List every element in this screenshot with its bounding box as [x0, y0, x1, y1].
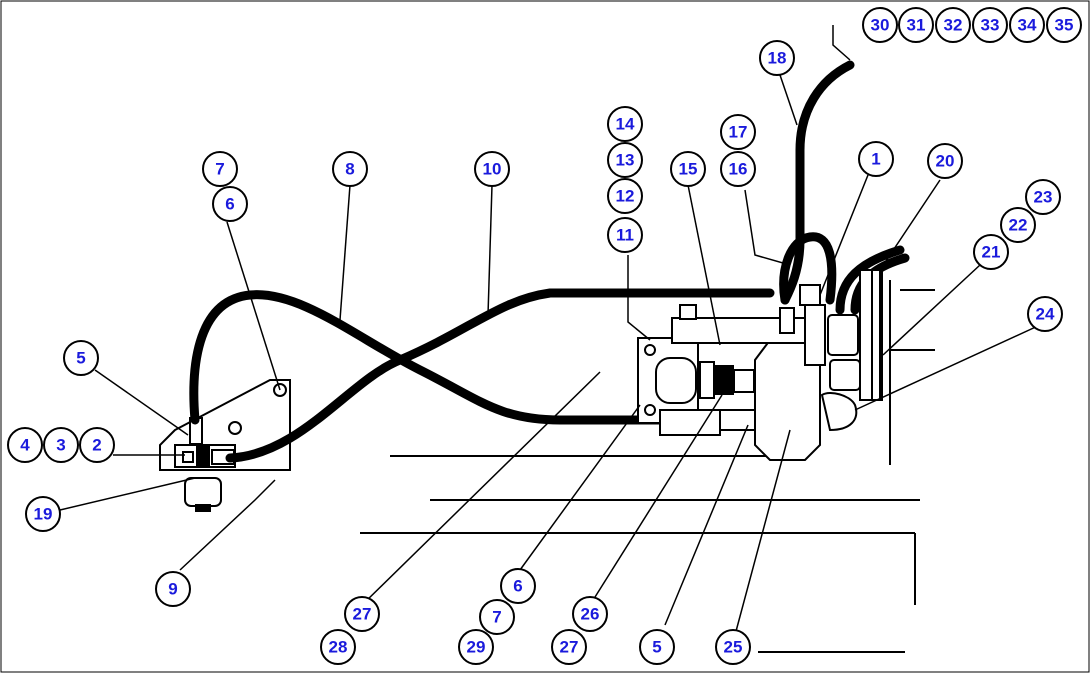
callout-3: 3: [43, 427, 79, 463]
callout-28: 28: [320, 629, 356, 665]
callout-6-bottom: 6: [500, 568, 536, 604]
hose-20: [835, 245, 905, 315]
svg-text:7: 7: [492, 608, 501, 627]
svg-text:13: 13: [616, 151, 635, 170]
svg-text:34: 34: [1018, 16, 1037, 35]
callout-7-top: 7: [202, 151, 238, 187]
callout-20: 20: [927, 143, 963, 179]
svg-text:30: 30: [871, 16, 890, 35]
svg-text:8: 8: [345, 160, 354, 179]
hose-18: [780, 60, 855, 305]
callout-10: 10: [474, 151, 510, 187]
callout-7-bottom: 7: [479, 599, 515, 635]
svg-text:32: 32: [944, 16, 963, 35]
callout-13: 13: [607, 142, 643, 178]
callout-5-bottom: 5: [639, 629, 675, 665]
svg-text:33: 33: [981, 16, 1000, 35]
svg-text:10: 10: [483, 160, 502, 179]
svg-text:20: 20: [936, 152, 955, 171]
valve-assembly: [637, 269, 883, 461]
callout-18: 18: [759, 40, 795, 76]
callout-1: 1: [858, 141, 894, 177]
callout-29: 29: [458, 629, 494, 665]
hoses: [189, 60, 910, 463]
callout-27-left: 27: [344, 596, 380, 632]
callout-2: 2: [79, 427, 115, 463]
callout-33: 33: [972, 7, 1008, 43]
svg-text:15: 15: [679, 160, 698, 179]
callout-4: 4: [7, 427, 43, 463]
svg-text:27: 27: [353, 605, 372, 624]
svg-text:28: 28: [329, 638, 348, 657]
callout-17: 17: [720, 114, 756, 150]
svg-text:14: 14: [616, 115, 635, 134]
svg-text:19: 19: [34, 505, 53, 524]
svg-text:3: 3: [56, 436, 65, 455]
svg-text:6: 6: [225, 195, 234, 214]
callout-24: 24: [1027, 296, 1063, 332]
callout-15: 15: [670, 151, 706, 187]
svg-text:21: 21: [982, 243, 1001, 262]
callout-34: 34: [1009, 7, 1045, 43]
callout-12: 12: [607, 178, 643, 214]
callout-5-left: 5: [63, 340, 99, 376]
svg-text:31: 31: [907, 16, 926, 35]
callout-27-right: 27: [551, 629, 587, 665]
svg-text:1: 1: [871, 150, 880, 169]
svg-text:25: 25: [724, 638, 743, 657]
svg-text:11: 11: [616, 226, 634, 245]
svg-text:7: 7: [215, 160, 224, 179]
callout-26: 26: [572, 596, 608, 632]
svg-text:6: 6: [513, 577, 522, 596]
svg-text:5: 5: [76, 349, 85, 368]
callout-8: 8: [332, 151, 368, 187]
svg-text:17: 17: [729, 123, 748, 142]
callout-9: 9: [155, 571, 191, 607]
callout-14: 14: [607, 106, 643, 142]
callout-22: 22: [1000, 207, 1036, 243]
svg-text:16: 16: [729, 160, 748, 179]
svg-text:12: 12: [616, 187, 635, 206]
svg-text:27: 27: [560, 638, 579, 657]
callout-25: 25: [715, 629, 751, 665]
svg-text:22: 22: [1009, 216, 1028, 235]
svg-text:35: 35: [1055, 16, 1074, 35]
callout-32: 32: [935, 7, 971, 43]
callout-35: 35: [1046, 7, 1082, 43]
chassis-lines: [360, 280, 935, 653]
callout-23: 23: [1025, 179, 1061, 215]
svg-text:29: 29: [467, 638, 486, 657]
hose-8: [189, 290, 665, 425]
svg-text:4: 4: [20, 436, 30, 455]
svg-text:5: 5: [652, 638, 661, 657]
svg-text:24: 24: [1036, 305, 1055, 324]
callout-19: 19: [25, 496, 61, 532]
callout-30: 30: [862, 7, 898, 43]
left-bracket: [159, 379, 291, 512]
svg-text:23: 23: [1034, 188, 1053, 207]
svg-text:2: 2: [92, 436, 101, 455]
callout-16: 16: [720, 151, 756, 187]
callout-31: 31: [898, 7, 934, 43]
svg-text:18: 18: [768, 49, 787, 68]
callout-21: 21: [973, 234, 1009, 270]
leader-lines: [59, 25, 1041, 636]
svg-text:9: 9: [168, 580, 177, 599]
svg-text:26: 26: [581, 605, 600, 624]
callout-11: 11: [607, 217, 643, 253]
callout-6-top: 6: [212, 186, 248, 222]
hose-16-loop: [779, 232, 837, 305]
